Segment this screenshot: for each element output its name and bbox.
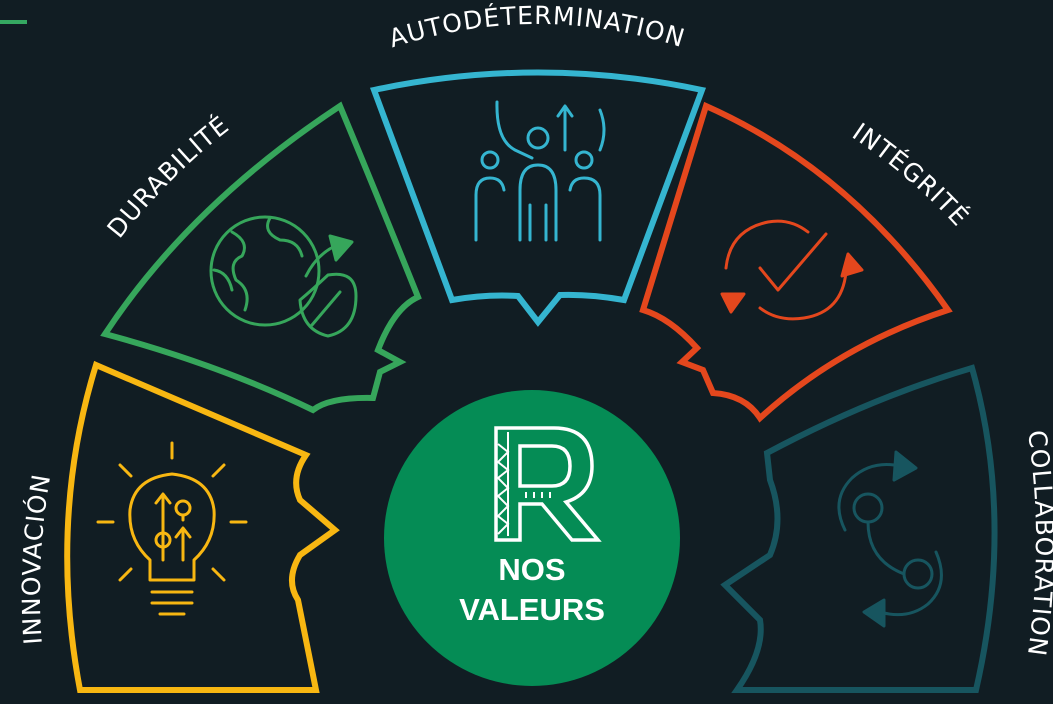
segment-durabilite: DURABILITÉ [100, 101, 422, 414]
lightbulb-icon [96, 441, 248, 616]
segment-collaboration: COLLABORATION [720, 364, 1053, 693]
people-arrow-icon [474, 100, 606, 242]
center-line2: VALEURS [459, 592, 605, 627]
label-durabilite: DURABILITÉ [101, 110, 234, 243]
center-badge: NOS VALEURS [384, 390, 680, 686]
r-logo-icon [494, 426, 602, 542]
segment-outline [639, 101, 953, 423]
segment-outline [369, 69, 707, 327]
check-cycle-icon [720, 219, 864, 321]
segment-outline [100, 101, 422, 414]
segment-integrite: INTÉGRITÉ [639, 101, 974, 423]
label-innovacion: INNOVACIÓN [17, 472, 56, 646]
segment-innovacion: INNOVACIÓN [17, 360, 340, 693]
exchange-icon [837, 450, 943, 628]
label-autodetermination: AUTODÉTERMINATION [385, 1, 688, 53]
center-line1: NOS [498, 552, 565, 587]
segment-outline [720, 364, 998, 693]
segment-outline [64, 360, 340, 693]
globe-leaf-icon [209, 215, 358, 338]
center-circle [384, 390, 680, 686]
label-collaboration: COLLABORATION [1022, 428, 1053, 658]
